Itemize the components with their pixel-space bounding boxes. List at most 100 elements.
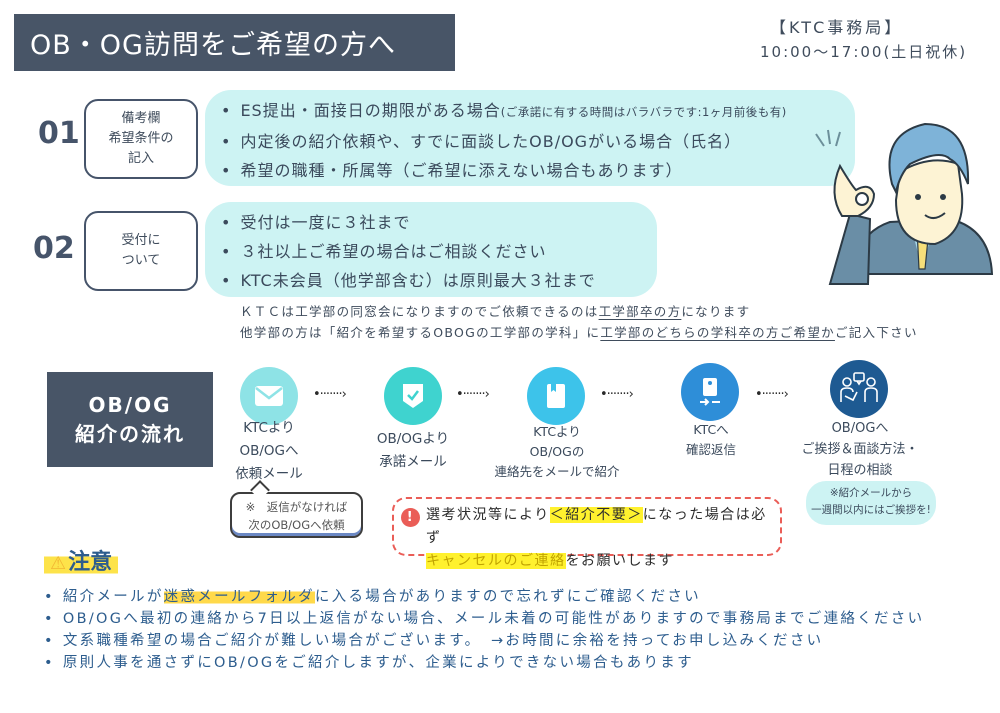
step-label-line: 記入 — [127, 151, 154, 166]
step-02-bubble: 受付は一度に３社まで ３社以上ご希望の場合はご相談ください KTC未会員（他学部… — [205, 202, 657, 297]
list-item: 内定後の紹介依頼や、すでに面談したOB/OGがいる場合（氏名） — [221, 127, 839, 156]
flow-step-line: 日程の相談 — [827, 463, 893, 478]
page-title: OB・OG訪問をご希望の方へ — [14, 14, 455, 71]
mail-icon — [255, 386, 283, 406]
item-text: 希望の職種・所属等（ご希望に添えない場合もあります） — [240, 161, 683, 180]
note-line-1: ＫＴＣは工学部の同窓会になりますのでご依頼できるのは工学部卒の方になります — [240, 301, 750, 320]
contact-book-icon — [547, 384, 565, 408]
shield-check-icon — [403, 384, 423, 408]
list-item: ES提出・面接日の期限がある場合(ご承諾に有する時間はバラバラです:1ヶ月前後も… — [221, 96, 839, 127]
step-number-02: 02 — [33, 231, 75, 266]
no-reply-callout: ※ 返信がなければ 次のOB/OGへ依頼 — [230, 492, 363, 538]
list-item: ３社以上ご希望の場合はご相談ください — [221, 237, 641, 266]
caution-item: 文系職種希望の場合ご紹介が難しい場合がございます。 →お時間に余裕を持ってお申し… — [44, 630, 924, 652]
flow-arrow: •·······› — [313, 387, 347, 402]
note-text: ご記入下さい — [834, 325, 918, 340]
flow-step-3-circle — [527, 367, 585, 425]
step-label-line: 受付に — [121, 233, 161, 248]
note-text: になります — [681, 304, 751, 319]
item-text: KTC未会員（他学部含む）は原則最大３社まで — [240, 271, 596, 290]
flow-step-line: 連絡先をメールで紹介 — [494, 464, 620, 479]
flow-step-5-text: OB/OGへ ご挨拶＆面談方法・ 日程の相談 — [801, 418, 918, 481]
meeting-icon — [840, 372, 878, 402]
flow-step-line: ご挨拶＆面談方法・ — [801, 442, 919, 457]
caution-item: OB/OGへ最初の連絡から7日以上返信がない場合、メール未着の可能性がありますの… — [44, 608, 924, 630]
warning-text: になった場合は必ず — [426, 507, 767, 546]
flow-step-line: KTCより — [243, 420, 295, 436]
caution-heading: ⚠注意 — [44, 542, 119, 578]
caution-item: 原則人事を通さずにOB/OGをご紹介しますが、企業によりできない場合もあります — [44, 652, 924, 674]
warning-line-2: キャンセルのご連絡をお願いします — [426, 550, 772, 573]
step-label-line: 備考欄 — [121, 111, 161, 126]
flow-label-line: OB/OG — [88, 392, 172, 417]
flow-step-line: OB/OGへ — [831, 421, 889, 436]
greet-line: 一週間以内にはご挨拶を! — [811, 504, 931, 516]
step-01-bubble: ES提出・面接日の期限がある場合(ご承諾に有する時間はバラバラです:1ヶ月前後も… — [205, 90, 855, 186]
caution-text: 文系職種希望の場合ご紹介が難しい場合がございます。 →お時間に余裕を持ってお申し… — [62, 633, 824, 649]
warning-line-1: 選考状況等により＜紹介不要＞になった場合は必ず — [426, 504, 772, 550]
step-label-line: 希望条件の — [108, 131, 174, 146]
flow-step-line: KTCより — [533, 424, 581, 439]
businessman-ok-illustration — [815, 122, 994, 285]
exclamation-icon: ! — [401, 508, 420, 527]
caution-text: 紹介メールが — [62, 589, 164, 605]
office-hours: 10:00～17:00(土日祝休) — [760, 43, 968, 61]
flow-section-label: OB/OG 紹介の流れ — [47, 372, 213, 467]
item-text: ３社以上ご希望の場合はご相談ください — [240, 242, 547, 261]
flow-step-5-circle — [830, 360, 888, 418]
note-line-2: 他学部の方は「紹介を希望するOBOGの工学部の学科」に工学部のどちらの学科卒の方… — [240, 322, 918, 341]
cancel-warning-box: ! 選考状況等により＜紹介不要＞になった場合は必ず キャンセルのご連絡をお願いし… — [392, 497, 782, 569]
caution-list: 紹介メールが迷惑メールフォルダに入る場合がありますので忘れずにご確認ください O… — [44, 586, 924, 674]
flow-step-line: OB/OGへ — [239, 443, 299, 459]
note-text: ＫＴＣは工学部の同窓会になりますのでご依頼できるのは — [240, 304, 599, 319]
callout-line: 次のOB/OGへ依頼 — [248, 518, 345, 532]
caution-highlight: 迷惑メールフォルダ — [163, 589, 315, 605]
list-item: 受付は一度に３社まで — [221, 208, 641, 237]
list-item: KTC未会員（他学部含む）は原則最大３社まで — [221, 266, 641, 295]
flow-step-line: 確認返信 — [685, 442, 737, 457]
caution-text: 原則人事を通さずにOB/OGをご紹介しますが、企業によりできない場合もあります — [62, 655, 694, 671]
reply-device-icon — [700, 378, 720, 406]
caution-title-text: 注意 — [68, 550, 113, 575]
caution-text: OB/OGへ最初の連絡から7日以上返信がない場合、メール未着の可能性がありますの… — [62, 611, 925, 627]
item-text: ES提出・面接日の期限がある場合 — [240, 101, 501, 120]
office-name: 【KTC事務局】 — [770, 18, 904, 37]
warning-triangle-icon: ⚠ — [50, 553, 67, 574]
callout-line: ※ 返信がなければ — [245, 500, 348, 514]
step-number-01: 01 — [38, 116, 80, 151]
flow-step-1-circle — [240, 367, 298, 425]
item-note: (ご承諾に有する時間はバラバラです:1ヶ月前後も有) — [500, 105, 787, 119]
warning-highlight: ＜紹介不要＞ — [549, 507, 643, 523]
flow-step-2-circle — [384, 367, 442, 425]
step-label-01: 備考欄 希望条件の 記入 — [84, 99, 198, 179]
step-label-line: ついて — [121, 253, 161, 268]
office-info: 【KTC事務局】 10:00～17:00(土日祝休) — [760, 14, 995, 62]
flow-step-2-text: OB/OGより 承諾メール — [377, 428, 449, 474]
item-text: 内定後の紹介依頼や、すでに面談したOB/OGがいる場合（氏名） — [240, 132, 742, 151]
greet-line: ※紹介メールから — [829, 487, 913, 499]
note-underlined: 工学部のどちらの学科卒の方ご希望か — [600, 325, 835, 340]
warning-highlight: キャンセルのご連絡 — [426, 553, 566, 569]
flow-arrow: •·······› — [600, 387, 634, 402]
flow-arrow: •·······› — [755, 387, 789, 402]
warning-text: をお願いします — [565, 553, 674, 569]
flow-label-line: 紹介の流れ — [75, 421, 185, 446]
flow-step-4-circle — [681, 363, 739, 421]
flow-arrow: •·······› — [456, 387, 490, 402]
caution-item: 紹介メールが迷惑メールフォルダに入る場合がありますので忘れずにご確認ください — [44, 586, 924, 608]
flow-step-line: 承諾メール — [379, 454, 447, 470]
list-item: 希望の職種・所属等（ご希望に添えない場合もあります） — [221, 156, 839, 185]
flow-step-line: OB/OGの — [529, 444, 585, 459]
warning-text: 選考状況等により — [426, 507, 550, 523]
item-text: 受付は一度に３社まで — [240, 213, 411, 232]
flow-step-3-text: KTCより OB/OGの 連絡先をメールで紹介 — [494, 422, 619, 482]
greeting-reminder-bubble: ※紹介メールから 一週間以内にはご挨拶を! — [806, 481, 936, 525]
caution-text: に入る場合がありますので忘れずにご確認ください — [314, 589, 701, 605]
flow-step-4-text: KTCへ 確認返信 — [686, 420, 736, 460]
note-text: 他学部の方は「紹介を希望するOBOGの工学部の学科」に — [240, 325, 601, 340]
flow-step-1-text: KTCより OB/OGへ 依頼メール — [235, 417, 303, 486]
flow-step-line: 依頼メール — [235, 466, 303, 482]
flow-step-line: OB/OGより — [376, 431, 450, 447]
flow-step-line: KTCへ — [693, 422, 729, 437]
note-underlined: 工学部卒の方 — [598, 304, 682, 319]
